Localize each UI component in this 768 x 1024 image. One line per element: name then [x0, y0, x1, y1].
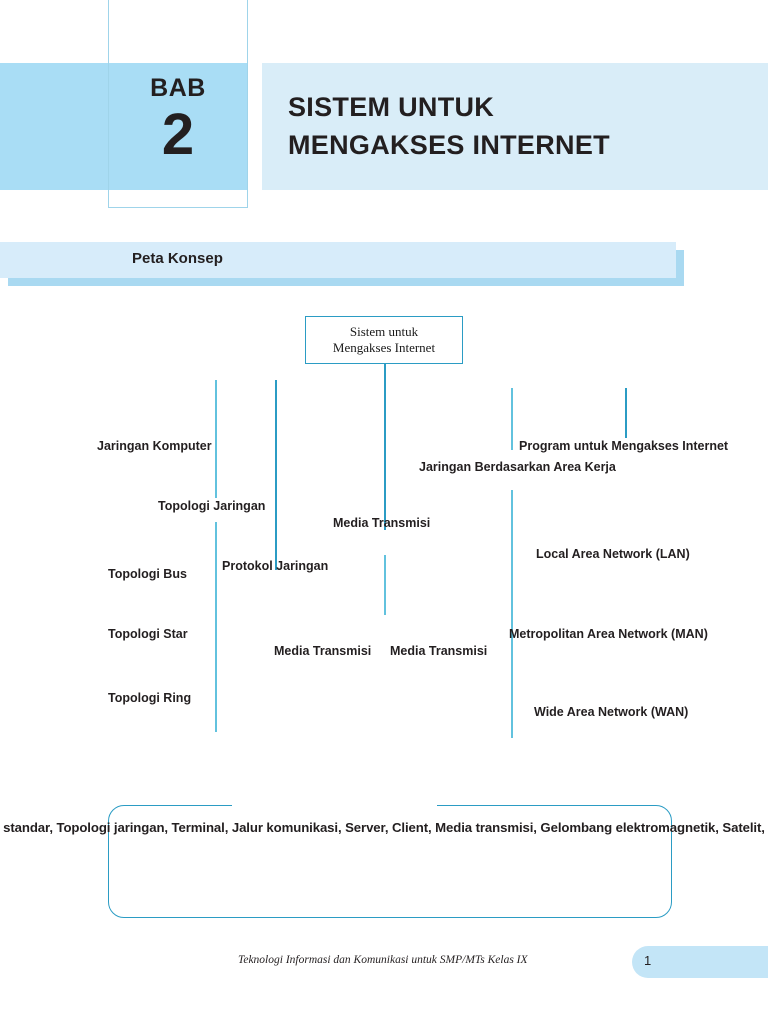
node-media-transmisi-left: Media Transmisi	[274, 644, 372, 658]
concept-map: Sistem untuk Mengakses Internet Jaringan…	[0, 300, 768, 780]
node-topologi-star: Topologi Star	[108, 627, 188, 641]
peta-konsep-bar: Peta Konsep	[0, 242, 768, 294]
page-number: 1	[644, 953, 652, 968]
peta-konsep-label: Peta Konsep	[132, 250, 223, 267]
node-topologi-ring: Topologi Ring	[108, 691, 192, 705]
node-program-mengakses-internet: Program untuk Mengakses Internet	[519, 439, 729, 453]
page-number-pill	[632, 946, 768, 978]
node-media-transmisi-center: Media Transmisi	[333, 516, 431, 530]
keyword-box: standar, Topologi jaringan, Terminal, Ja…	[0, 800, 768, 925]
chapter-title-band	[262, 63, 768, 190]
connector-left-outer-lower	[215, 522, 217, 732]
node-jaringan-berdasarkan-area-kerja: Jaringan Berdasarkan Area Kerja	[419, 460, 616, 474]
concept-root-line-1: Sistem untuk	[349, 324, 419, 339]
page-footer: Teknologi Informasi dan Komunikasi untuk…	[0, 940, 768, 990]
connector-right-inner-upper	[511, 388, 513, 450]
node-jaringan-komputer: Jaringan Komputer	[97, 439, 212, 453]
bab-number: 2	[161, 102, 195, 167]
connector-left-inner	[275, 380, 277, 570]
chapter-title: SISTEM UNTUK MENGAKSES INTERNET	[288, 88, 758, 164]
node-metropolitan-area-network: Metropolitan Area Network (MAN)	[509, 627, 708, 641]
chapter-header: BAB 2 SISTEM UNTUK MENGAKSES INTERNET	[0, 0, 768, 215]
concept-root-box: Sistem untuk Mengakses Internet	[305, 316, 463, 364]
concept-root-line-2: Mengakses Internet	[332, 340, 436, 355]
chapter-band	[0, 63, 248, 190]
node-topologi-bus: Topologi Bus	[108, 567, 187, 581]
node-media-transmisi-right: Media Transmisi	[390, 644, 488, 658]
connector-center-upper	[384, 414, 386, 530]
node-local-area-network: Local Area Network (LAN)	[536, 547, 690, 561]
connector-right-outer	[625, 388, 627, 438]
peta-konsep-fill	[0, 242, 676, 278]
node-wide-area-network: Wide Area Network (WAN)	[534, 705, 689, 719]
node-topologi-jaringan: Topologi Jaringan	[158, 499, 266, 513]
node-protokol-jaringan: Protokol Jaringan	[222, 559, 329, 573]
chapter-title-line-2: MENGAKSES INTERNET	[288, 130, 610, 160]
footer-caption: Teknologi Informasi dan Komunikasi untuk…	[238, 954, 528, 966]
keyword-box-title-gap	[232, 800, 437, 811]
connector-left-outer-upper	[215, 380, 217, 498]
concept-root-text: Sistem untuk Mengakses Internet	[333, 324, 435, 356]
keyword-list: standar, Topologi jaringan, Terminal, Ja…	[3, 820, 765, 835]
connector-right-inner-lower	[511, 490, 513, 738]
bab-label: BAB	[150, 74, 206, 102]
connector-center-lower	[384, 555, 386, 615]
bab-frame	[108, 0, 248, 208]
connector-root-stem	[384, 364, 386, 414]
chapter-title-line-1: SISTEM UNTUK	[288, 92, 495, 122]
